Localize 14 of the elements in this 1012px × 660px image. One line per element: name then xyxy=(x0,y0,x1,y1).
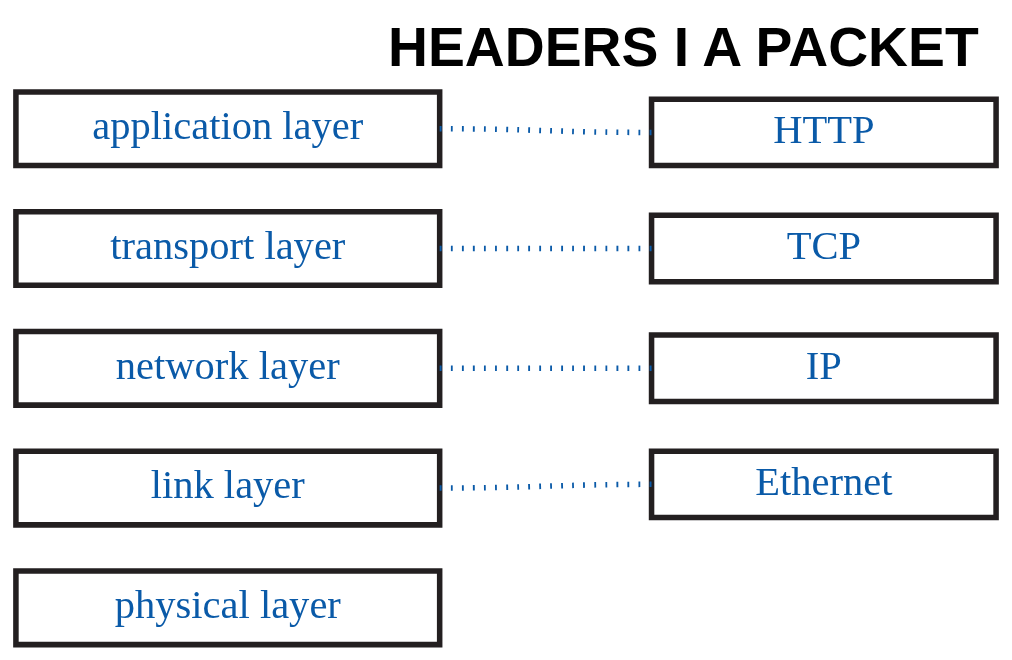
node-box: network layer xyxy=(13,328,443,408)
connector xyxy=(439,481,652,491)
connector xyxy=(439,245,652,251)
connector xyxy=(439,365,652,371)
node-box: application layer xyxy=(13,88,443,168)
diagram-title: HEADERS I A PACKET xyxy=(388,15,979,78)
node-box: HTTP xyxy=(648,96,999,168)
node-box: Ethernet xyxy=(648,447,999,520)
node-box: link layer xyxy=(13,447,443,528)
node-box: IP xyxy=(648,331,999,404)
node-box: physical layer xyxy=(13,567,443,647)
connector xyxy=(439,125,652,135)
node-box: transport layer xyxy=(13,208,443,288)
node-box: TCP xyxy=(648,212,999,284)
